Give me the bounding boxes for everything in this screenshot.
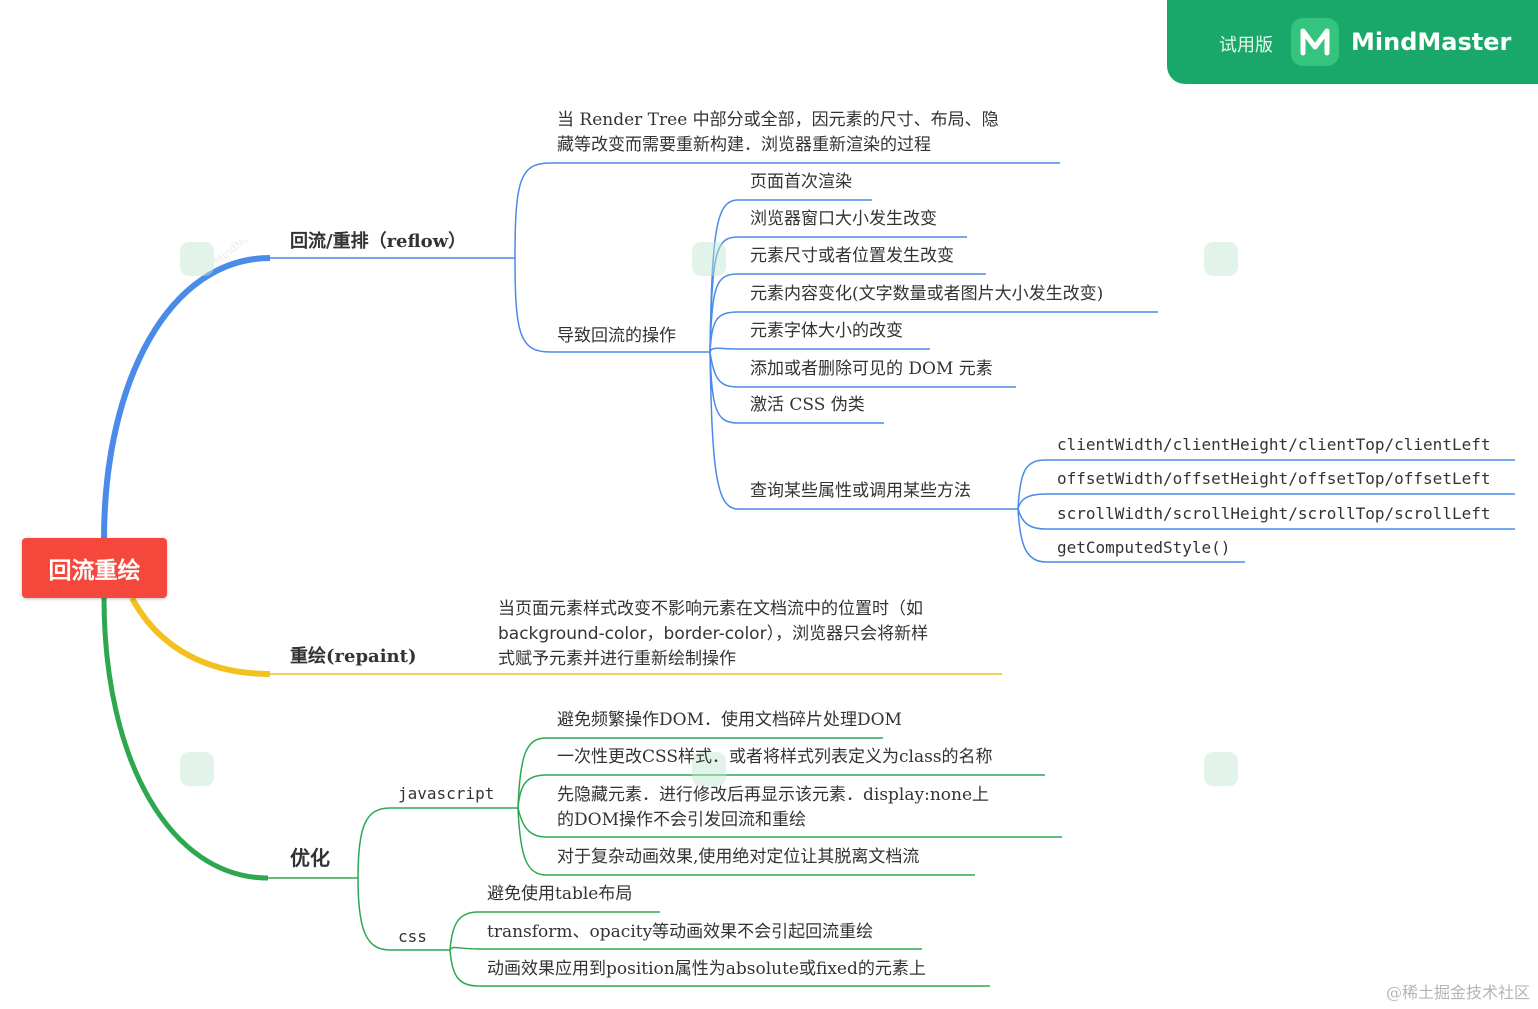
repaint-definition[interactable]: 当页面元素样式改变不影响元素在文档流中的位置时（如 background-col…: [498, 599, 929, 669]
optimize-css-item[interactable]: 动画效果应用到position属性为absolute或fixed的元素上: [487, 959, 926, 979]
trial-label: 试用版: [1219, 35, 1273, 56]
brand-name: MindMaster: [1351, 28, 1512, 56]
reflow-definition[interactable]: 当 Render Tree 中部分或全部，因元素的尺寸、布局、隐 藏等改变而需要…: [557, 110, 999, 155]
reflow-cause-item[interactable]: 浏览器窗口大小发生改变: [750, 209, 937, 229]
reflow-method-item[interactable]: getComputedStyle(): [1057, 538, 1231, 557]
reflow-cause-item[interactable]: 元素内容变化(文字数量或者图片大小发生改变): [750, 284, 1104, 304]
optimize-js-item[interactable]: 一次性更改CSS样式．或者将样式列表定义为class的名称: [557, 747, 993, 767]
edge-root-repaint: [129, 596, 271, 677]
reflow-method-item[interactable]: scrollWidth/scrollHeight/scrollTop/scrol…: [1057, 504, 1491, 523]
reflow-cause-item[interactable]: 查询某些属性或调用某些方法: [750, 481, 971, 501]
root-node[interactable]: 回流重绘: [22, 538, 167, 598]
svg-text:MindMaster: MindMaster: [212, 240, 270, 268]
branch-repaint[interactable]: 重绘(repaint): [290, 646, 417, 667]
mindmaster-trial-badge[interactable]: 试用版 MindMaster: [1167, 0, 1538, 84]
optimize-css-item[interactable]: 避免使用table布局: [487, 884, 633, 904]
optimize-js-item[interactable]: 对于复杂动画效果,使用绝对定位让其脱离文档流: [557, 847, 920, 867]
edge-reflow-definition: [514, 162, 551, 259]
optimize-javascript-label[interactable]: javascript: [398, 784, 495, 803]
watermark-logo: [690, 240, 730, 284]
reflow-cause-item[interactable]: 元素字体大小的改变: [750, 321, 903, 341]
branch-reflow[interactable]: 回流/重排（reflow）: [290, 231, 467, 252]
reflow-cause-item[interactable]: 元素尺寸或者位置发生改变: [750, 246, 954, 266]
reflow-cause-item[interactable]: 页面首次渲染: [750, 172, 852, 192]
edge-root-reflow: [101, 255, 271, 541]
reflow-method-item[interactable]: offsetWidth/offsetHeight/offsetTop/offse…: [1057, 469, 1491, 488]
branch-optimize[interactable]: 优化: [290, 846, 330, 870]
reflow-cause-item[interactable]: 激活 CSS 伪类: [750, 395, 865, 415]
watermark-logo: [1202, 750, 1242, 794]
reflow-cause-item[interactable]: 添加或者删除可见的 DOM 元素: [750, 359, 993, 379]
reflow-causes-label[interactable]: 导致回流的操作: [557, 326, 676, 346]
optimize-css-item[interactable]: transform、opacity等动画效果不会引起回流重绘: [487, 922, 874, 942]
watermark-logo: [690, 750, 730, 794]
edge-reflow-causes: [514, 257, 551, 353]
edge-optimize-css: [357, 877, 391, 951]
optimize-css-label[interactable]: css: [398, 927, 427, 946]
mindmaster-logo-icon: [1291, 18, 1339, 66]
reflow-method-item[interactable]: clientWidth/clientHeight/clientTop/clien…: [1057, 435, 1491, 454]
footer-credit: @稀土掘金技术社区: [1385, 983, 1530, 1002]
watermark-logo: [1202, 240, 1242, 284]
watermark-logo: [178, 750, 218, 794]
watermark-logo: MindMaster: [178, 217, 278, 284]
optimize-js-item[interactable]: 先隐藏元素．进行修改后再显示该元素．display:none上 的DOM操作不会…: [557, 785, 990, 830]
edge-optimize-javascript: [357, 807, 391, 879]
optimize-js-item[interactable]: 避免频繁操作DOM．使用文档碎片处理DOM: [557, 710, 902, 730]
edge-root-optimize: [101, 597, 269, 881]
